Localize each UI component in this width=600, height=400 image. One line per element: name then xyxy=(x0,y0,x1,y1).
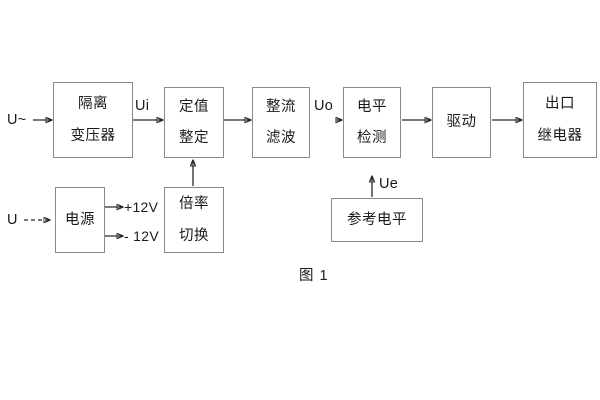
block-reference-level[interactable]: 参考电平 xyxy=(331,198,423,242)
block-level-detection-line2: 检测 xyxy=(357,130,387,146)
block-output-relay-line2: 继电器 xyxy=(537,127,583,144)
block-setting-value-line1: 定值 xyxy=(179,98,209,115)
block-drive[interactable]: 驱动 xyxy=(432,87,491,158)
block-reference-level-line1: 参考电平 xyxy=(347,211,407,228)
figure-caption: 图 1 xyxy=(299,268,329,284)
signal-label-rail-positive: +12V xyxy=(124,199,159,215)
block-power-supply-line1: 电源 xyxy=(65,211,95,228)
signal-label-rail-negative: - 12V xyxy=(124,228,159,244)
block-multiplier-switch[interactable]: 倍率 切换 xyxy=(164,187,224,253)
block-rectify-filter-line1: 整流 xyxy=(266,98,296,115)
block-isolation-transformer-line2: 变压器 xyxy=(70,127,116,144)
signal-label-ui: Ui xyxy=(135,98,150,114)
signal-label-ue: Ue xyxy=(379,176,399,192)
signal-label-uo: Uo xyxy=(314,98,334,114)
block-multiplier-switch-line2: 切换 xyxy=(179,227,209,244)
signal-label-input-dc: U xyxy=(7,212,18,228)
block-power-supply[interactable]: 电源 xyxy=(55,187,105,253)
block-rectify-filter[interactable]: 整流 滤波 xyxy=(252,87,310,158)
block-rectify-filter-line2: 滤波 xyxy=(266,130,296,146)
block-drive-line1: 驱动 xyxy=(446,114,477,131)
block-output-relay[interactable]: 出口 继电器 xyxy=(523,82,597,158)
block-setting-value-line2: 整定 xyxy=(179,130,209,146)
block-multiplier-switch-line1: 倍率 xyxy=(179,196,209,212)
block-isolation-transformer-line1: 隔离 xyxy=(78,96,108,112)
block-level-detection[interactable]: 电平 检测 xyxy=(343,87,401,158)
block-setting-value[interactable]: 定值 整定 xyxy=(164,87,224,158)
block-level-detection-line1: 电平 xyxy=(357,98,387,115)
block-isolation-transformer[interactable]: 隔离 变压器 xyxy=(53,82,133,158)
block-output-relay-line1: 出口 xyxy=(545,96,575,112)
signal-label-input-ac: U~ xyxy=(7,112,27,128)
